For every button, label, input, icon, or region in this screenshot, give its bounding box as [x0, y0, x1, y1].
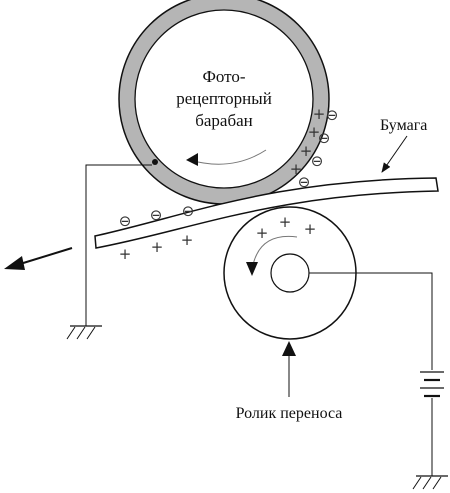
roller-callout: Ролик переноса	[236, 341, 343, 422]
drum-surface-charges: + + + + ⊖ ⊖ ⊖ ⊖	[290, 105, 339, 191]
ground-symbol-hatch	[432, 476, 442, 490]
roller-plus-charge: +	[304, 220, 317, 238]
paper-strip	[94, 177, 439, 249]
roller-plus-charge: +	[279, 213, 292, 231]
paper-charges: ⊖ ⊖ ⊖ + + +	[119, 202, 195, 263]
toner-minus-charge: ⊖	[119, 212, 132, 230]
toner-minus-charge: ⊖	[326, 106, 339, 124]
drum-plus-charge: +	[300, 142, 313, 160]
roller-rotation-arrowhead	[246, 262, 258, 276]
paper-exit-arrow	[4, 247, 73, 270]
ground-symbol-hatch	[412, 476, 422, 490]
drum-label-line-3: барабан	[195, 111, 253, 130]
toner-minus-charge: ⊖	[318, 129, 331, 147]
drum-ground-contact-dot	[152, 159, 158, 165]
drum-rotation-arc	[189, 149, 267, 165]
drum-ground-wire	[66, 164, 152, 340]
roller-axle	[270, 253, 310, 293]
drum-plus-charge: +	[308, 123, 321, 141]
roller-bias-circuit	[309, 272, 448, 490]
transfer-roller: + + +	[223, 206, 357, 340]
transfer-roller-label: Ролик переноса	[236, 405, 343, 422]
photoreceptor-drum: Фото- рецепторный барабан	[118, 0, 330, 205]
paper-label: Бумага	[380, 117, 427, 134]
paper-sheet	[94, 177, 439, 249]
exit-arrowhead	[4, 256, 25, 270]
paper-plus-charge: +	[181, 231, 194, 249]
drum-plus-charge: +	[313, 105, 326, 123]
roller-plus-charge: +	[256, 224, 269, 242]
toner-minus-charge: ⊖	[298, 173, 311, 191]
ground-symbol-hatch	[422, 476, 432, 490]
paper-leader-line	[381, 135, 408, 173]
drum-label-line-2: рецепторный	[176, 89, 272, 108]
drum-rotation-arrowhead	[186, 153, 198, 166]
ground-symbol-hatch	[76, 326, 86, 340]
ground-symbol-hatch	[66, 326, 76, 340]
ground-symbol-hatch	[86, 326, 96, 340]
paper-plus-charge: +	[151, 238, 164, 256]
roller-leader-arrowhead	[282, 341, 296, 356]
drum-label-line-1: Фото-	[202, 67, 245, 86]
toner-minus-charge: ⊖	[182, 202, 195, 220]
paper-callout: Бумага	[380, 117, 427, 173]
toner-minus-charge: ⊖	[150, 206, 163, 224]
drum-inner-face	[134, 9, 314, 189]
drum-plus-charge: +	[290, 160, 303, 178]
paper-plus-charge: +	[119, 245, 132, 263]
toner-minus-charge: ⊖	[311, 152, 324, 170]
